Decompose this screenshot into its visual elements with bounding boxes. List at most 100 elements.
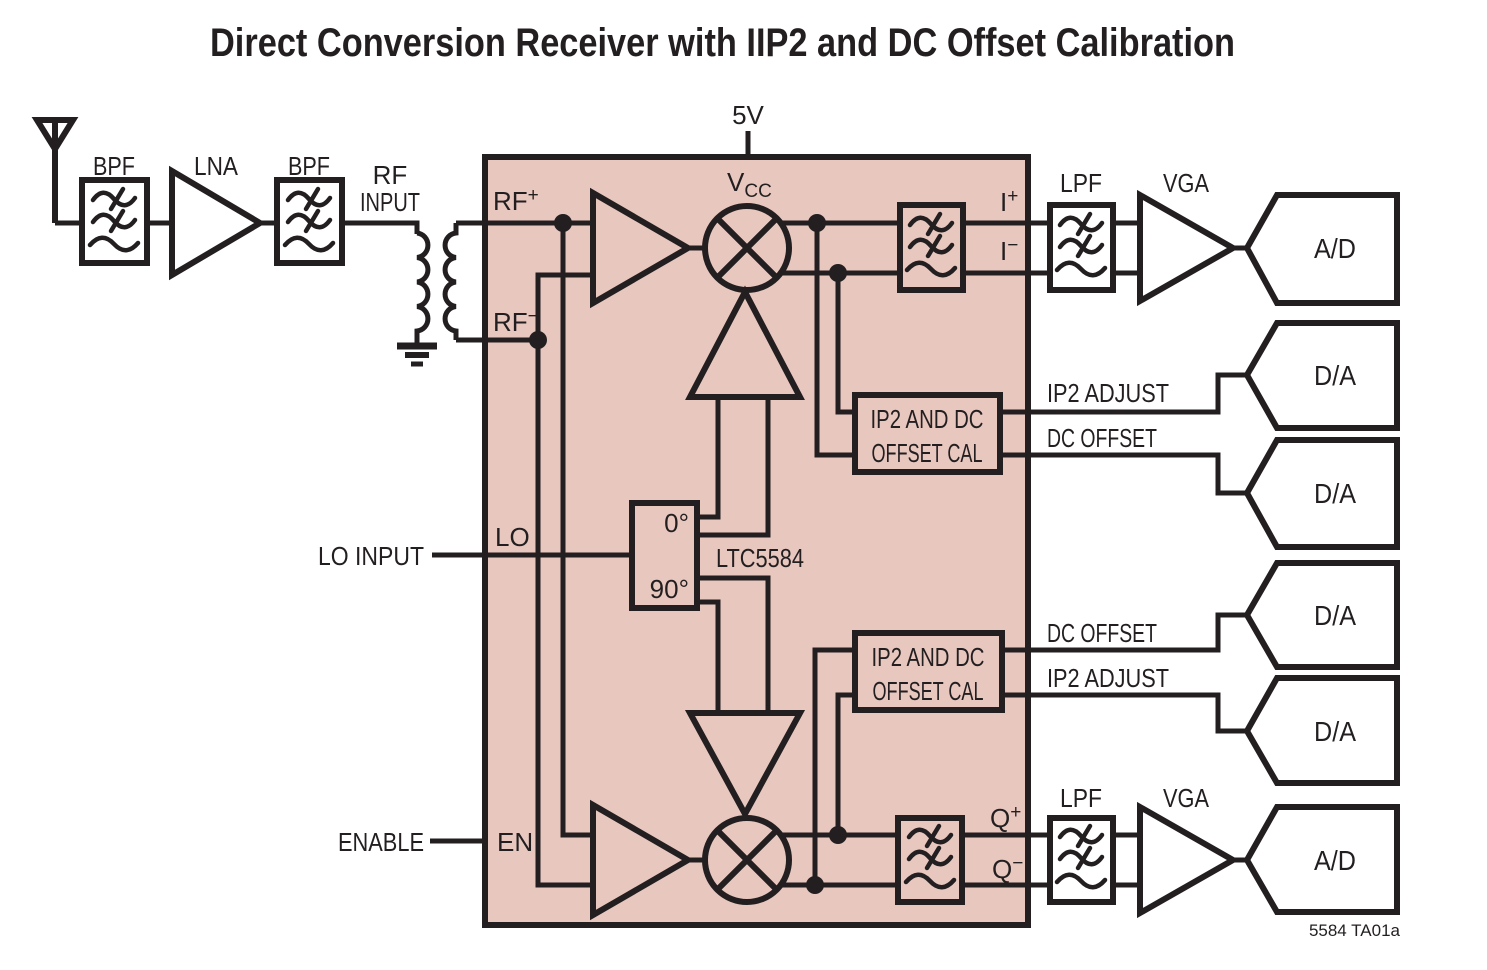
dac-label-ip2-i: D/A bbox=[1314, 360, 1356, 391]
dac-block-ip2-i bbox=[1243, 320, 1400, 431]
adc-label-q: A/D bbox=[1314, 845, 1356, 876]
dac-label-ip2-q: D/A bbox=[1314, 716, 1356, 747]
supply-5v-label: 5V bbox=[732, 100, 764, 130]
ground-icon bbox=[397, 342, 437, 367]
q-minus-base: Q bbox=[992, 854, 1012, 884]
lpf-block-q bbox=[1047, 815, 1116, 905]
bpf1-label: BPF bbox=[93, 151, 135, 181]
dc-offset-label-q: DC OFFSET bbox=[1047, 618, 1157, 648]
vcc-base: V bbox=[727, 167, 745, 197]
wire-rf-minus-branch-q bbox=[535, 340, 593, 888]
junction-rf-plus bbox=[554, 214, 572, 232]
i-output-filter-block bbox=[897, 202, 966, 293]
wire-phase0-b bbox=[697, 397, 771, 538]
rf-amp-i bbox=[590, 187, 694, 309]
dac-block-dc-q bbox=[1243, 560, 1400, 670]
lo-pin-label: LO bbox=[495, 522, 530, 552]
i-minus-sup: − bbox=[1007, 235, 1018, 256]
balun-transformer-icon bbox=[414, 223, 459, 344]
lo-buffer-q bbox=[684, 710, 806, 821]
adc-block-q bbox=[1243, 804, 1400, 915]
page-title: Direct Conversion Receiver with IIP2 and… bbox=[210, 21, 1235, 65]
rf-input-label-line1: RF bbox=[373, 160, 408, 190]
vcc-sub: CC bbox=[744, 181, 771, 202]
wire-qcal-in-b bbox=[812, 647, 855, 885]
bpf2-block bbox=[274, 177, 345, 266]
q-cal-label-line2: OFFSET CAL bbox=[873, 676, 984, 706]
wire-ip2-adjust-i bbox=[1000, 372, 1247, 415]
bpf1-block bbox=[79, 177, 150, 266]
junction-rf-minus bbox=[529, 331, 547, 349]
rf-minus-sup: − bbox=[528, 306, 539, 327]
wire-phase90-b bbox=[697, 599, 721, 713]
antenna-icon bbox=[31, 117, 79, 223]
lna-amp bbox=[169, 165, 266, 281]
phase-90-label: 90° bbox=[650, 574, 689, 604]
i-plus-label: I+ bbox=[1000, 186, 1018, 217]
rf-input-label-line2: INPUT bbox=[360, 187, 420, 217]
lpf-label-q: LPF bbox=[1060, 783, 1102, 813]
wire-bpf2-balun bbox=[342, 220, 420, 234]
adc-label-i: A/D bbox=[1314, 233, 1356, 264]
q-mixer-icon bbox=[702, 815, 792, 905]
junction-i-plus bbox=[808, 214, 826, 232]
adc-block-i bbox=[1243, 192, 1400, 306]
wire-ical-in-b bbox=[835, 273, 855, 415]
rf-minus-base: RF bbox=[493, 307, 528, 337]
i-cal-label-line1: IP2 AND DC bbox=[871, 404, 984, 434]
lo-buffer-i bbox=[685, 285, 805, 400]
i-cal-block bbox=[852, 392, 1003, 475]
bpf2-label: BPF bbox=[288, 151, 330, 181]
junction-dots bbox=[529, 214, 847, 894]
vga-label-q: VGA bbox=[1163, 783, 1210, 813]
q-minus-sup: − bbox=[1012, 853, 1023, 874]
lna-label: LNA bbox=[194, 151, 239, 181]
q-output-filter-block bbox=[895, 815, 965, 905]
junction-q-plus bbox=[829, 826, 847, 844]
en-pin-label: EN bbox=[497, 827, 533, 857]
dac-label-dc-q: D/A bbox=[1314, 600, 1356, 631]
junction-q-minus bbox=[806, 876, 824, 894]
q-cal-block bbox=[852, 630, 1005, 713]
wire-ip2-adjust-q bbox=[1002, 692, 1247, 734]
i-plus-base: I bbox=[1000, 187, 1007, 217]
enable-label: ENABLE bbox=[338, 827, 424, 857]
wire-dc-offset-q bbox=[1002, 612, 1247, 653]
wire-phase0-a bbox=[697, 397, 721, 520]
wire-phase90-a bbox=[697, 575, 771, 713]
lpf-label-i: LPF bbox=[1060, 168, 1102, 198]
i-cal-label-line2: OFFSET CAL bbox=[872, 438, 983, 468]
dc-offset-label-i: DC OFFSET bbox=[1047, 423, 1157, 453]
wire-rf-plus-branch-q bbox=[560, 223, 593, 838]
rf-plus-pin-label: RF+ bbox=[493, 185, 539, 216]
q-plus-base: Q bbox=[990, 803, 1010, 833]
lpf-block-i bbox=[1047, 202, 1116, 293]
i-minus-label: I− bbox=[1000, 235, 1018, 266]
wire-dc-offset-i bbox=[1000, 452, 1247, 496]
rf-amp-q bbox=[590, 799, 694, 921]
lo-input-label: LO INPUT bbox=[318, 541, 424, 571]
ip2-adjust-label-i: IP2 ADJUST bbox=[1047, 378, 1169, 408]
rf-plus-sup: + bbox=[528, 185, 539, 206]
q-plus-sup: + bbox=[1010, 802, 1021, 823]
wire-rf-minus-branch-i bbox=[535, 272, 593, 340]
q-plus-label: Q+ bbox=[990, 802, 1021, 833]
dac-label-dc-i: D/A bbox=[1314, 478, 1356, 509]
figure-note: 5584 TA01a bbox=[1309, 921, 1401, 940]
q-minus-label: Q− bbox=[992, 853, 1023, 884]
phase-0-label: 0° bbox=[664, 508, 689, 538]
vga-amp-i bbox=[1137, 189, 1240, 307]
vga-amp-q bbox=[1137, 801, 1240, 919]
i-minus-base: I bbox=[1000, 236, 1007, 266]
wire-ical-in-a bbox=[814, 223, 855, 458]
chip-part-number: LTC5584 bbox=[716, 543, 804, 573]
q-cal-label-line1: IP2 AND DC bbox=[872, 642, 985, 672]
vcc-label: VCC bbox=[727, 167, 772, 202]
wire-qcal-in-a bbox=[835, 692, 855, 835]
i-mixer-icon bbox=[702, 203, 792, 293]
dac-block-dc-i bbox=[1243, 437, 1400, 550]
i-plus-sup: + bbox=[1007, 186, 1018, 207]
dac-block-ip2-q bbox=[1243, 675, 1400, 786]
